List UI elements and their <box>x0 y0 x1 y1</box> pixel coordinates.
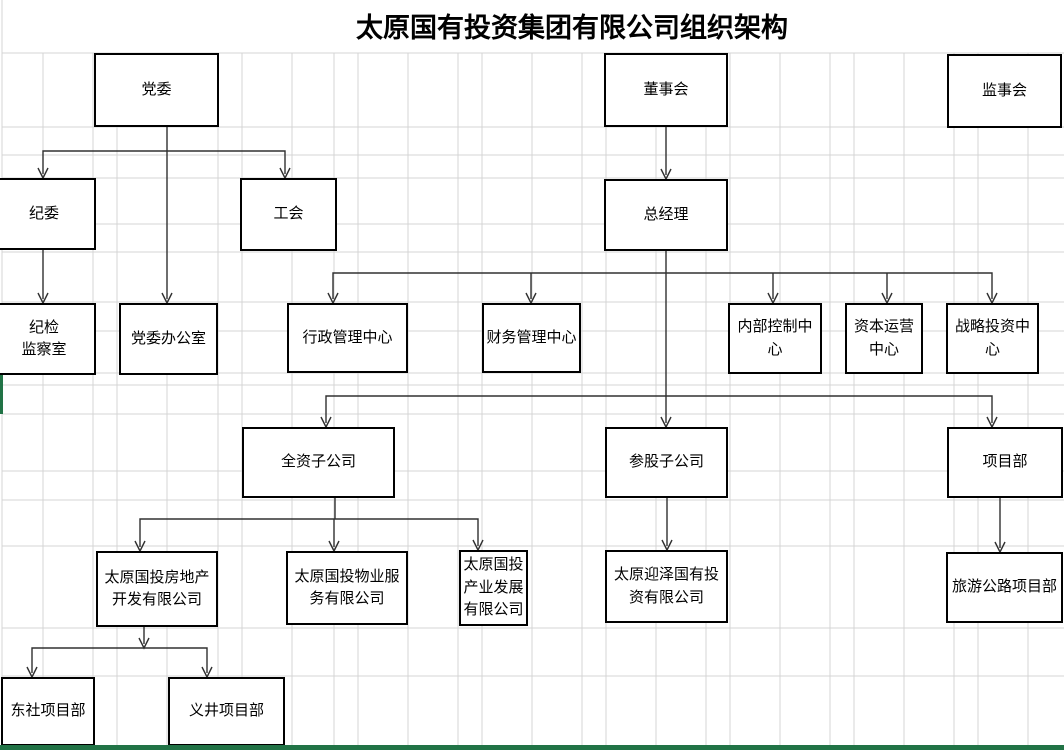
org-node-jianshihui: 监事会 <box>947 54 1062 128</box>
org-node-label: 资本运营 中心 <box>853 318 914 358</box>
org-node-jijian: 纪检 监察室 <box>0 303 96 375</box>
org-node-yingze: 太原迎泽国有投 资有限公司 <box>605 550 728 623</box>
org-node-fangdichan: 太原国投房地产 开发有限公司 <box>96 551 218 627</box>
org-node-yijing: 义井项目部 <box>168 677 285 746</box>
org-node-neibu: 内部控制中 心 <box>728 303 822 374</box>
org-node-label: 纪委 <box>28 204 59 222</box>
org-node-label: 旅游公路项目部 <box>951 578 1057 596</box>
org-node-dangweibgs: 党委办公室 <box>119 303 218 375</box>
org-node-xiangmubu: 项目部 <box>947 427 1063 498</box>
org-node-label: 全资子公司 <box>280 453 356 471</box>
org-node-label: 战略投资中 心 <box>954 318 1030 358</box>
org-node-wuye: 太原国投物业服 务有限公司 <box>286 551 408 625</box>
org-node-label: 工会 <box>273 205 304 223</box>
org-node-label: 参股子公司 <box>628 453 704 471</box>
org-node-label: 董事会 <box>643 80 689 98</box>
org-node-zongjingli: 总经理 <box>604 179 728 251</box>
org-node-label: 党委 <box>141 80 172 98</box>
org-node-label: 行政管理中心 <box>302 328 393 346</box>
org-node-label: 党委办公室 <box>130 329 206 347</box>
sheet-left-green-marker <box>0 375 3 414</box>
org-node-zhanlve: 战略投资中 心 <box>946 303 1039 374</box>
chart-title: 太原国有投资集团有限公司组织架构 <box>356 13 788 43</box>
org-node-label: 财务管理中心 <box>486 328 577 346</box>
org-node-lvyou: 旅游公路项目部 <box>946 552 1063 623</box>
org-node-label: 纪检 监察室 <box>21 318 67 359</box>
org-node-label: 总经理 <box>643 205 689 223</box>
org-node-jiwei: 纪委 <box>0 178 96 250</box>
sheet-bottom-green-bar <box>0 745 1064 750</box>
org-node-dongshihui: 董事会 <box>604 53 728 127</box>
org-node-label: 东社项目部 <box>10 702 86 720</box>
org-node-quanzi: 全资子公司 <box>242 427 395 498</box>
org-node-label: 项目部 <box>982 453 1028 471</box>
org-node-caiwu: 财务管理中心 <box>482 303 581 373</box>
org-node-label: 太原迎泽国有投 资有限公司 <box>613 566 719 606</box>
org-node-xingzheng: 行政管理中心 <box>287 303 408 373</box>
org-node-cangu: 参股子公司 <box>605 427 728 498</box>
org-node-dongshe: 东社项目部 <box>1 677 95 746</box>
org-node-gonghui: 工会 <box>240 178 337 251</box>
org-node-ziben: 资本运营 中心 <box>845 303 923 374</box>
org-node-dangwei: 党委 <box>94 53 219 127</box>
org-node-label: 监事会 <box>981 81 1027 99</box>
org-node-chanye: 太原国投 产业发展 有限公司 <box>459 550 528 626</box>
org-node-label: 义井项目部 <box>188 702 264 720</box>
org-node-label: 太原国投房地产 开发有限公司 <box>104 568 210 609</box>
org-node-label: 内部控制中 心 <box>737 318 813 358</box>
org-node-label: 太原国投物业服 务有限公司 <box>294 567 400 608</box>
org-node-label: 太原国投 产业发展 有限公司 <box>463 556 524 619</box>
